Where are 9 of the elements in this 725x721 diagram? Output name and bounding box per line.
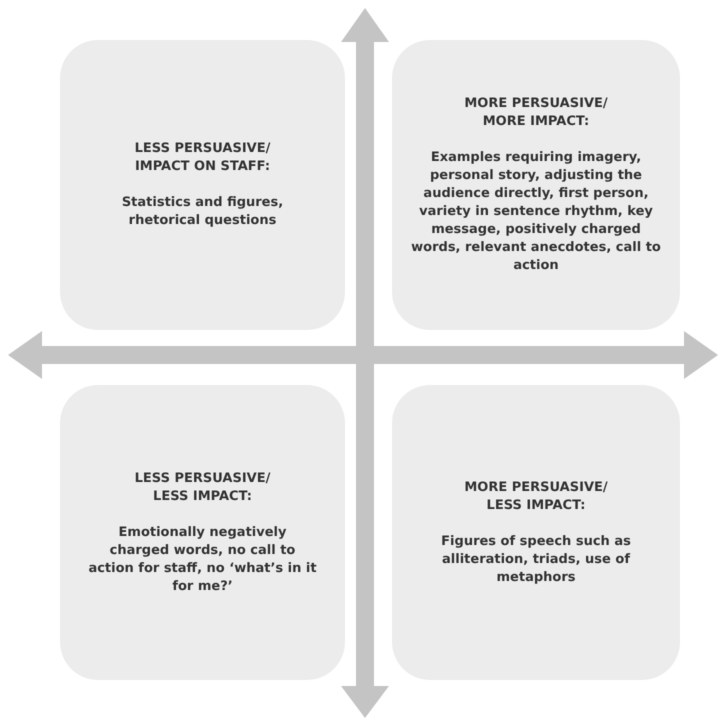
quadrant-heading: LESS PERSUASIVE/ IMPACT ON STAFF: — [134, 140, 272, 176]
quadrant-heading: MORE PERSUASIVE/ MORE IMPACT: — [463, 95, 609, 131]
quadrant-heading: MORE PERSUASIVE/ LESS IMPACT: — [463, 478, 609, 514]
quadrant-heading: LESS PERSUASIVE/ LESS IMPACT: — [134, 470, 272, 506]
quadrant-card — [60, 40, 345, 330]
quadrant-text: Emotionally negatively charged words, no call to action for staff, no ‘what’s in it for me?’ — [88, 524, 318, 596]
quadrant-text: Statistics and figures, rhetorical questions — [120, 194, 284, 230]
quadrant-text: Figures of speech such as alliteration, triads, use of metaphors — [440, 532, 632, 586]
quadrant-text: Examples requiring imagery, personal story, adjusting the audience directly, first person, variety in sentence rhythm, key message, positively charged words, relevant anecdotes, call to action — [410, 149, 662, 275]
